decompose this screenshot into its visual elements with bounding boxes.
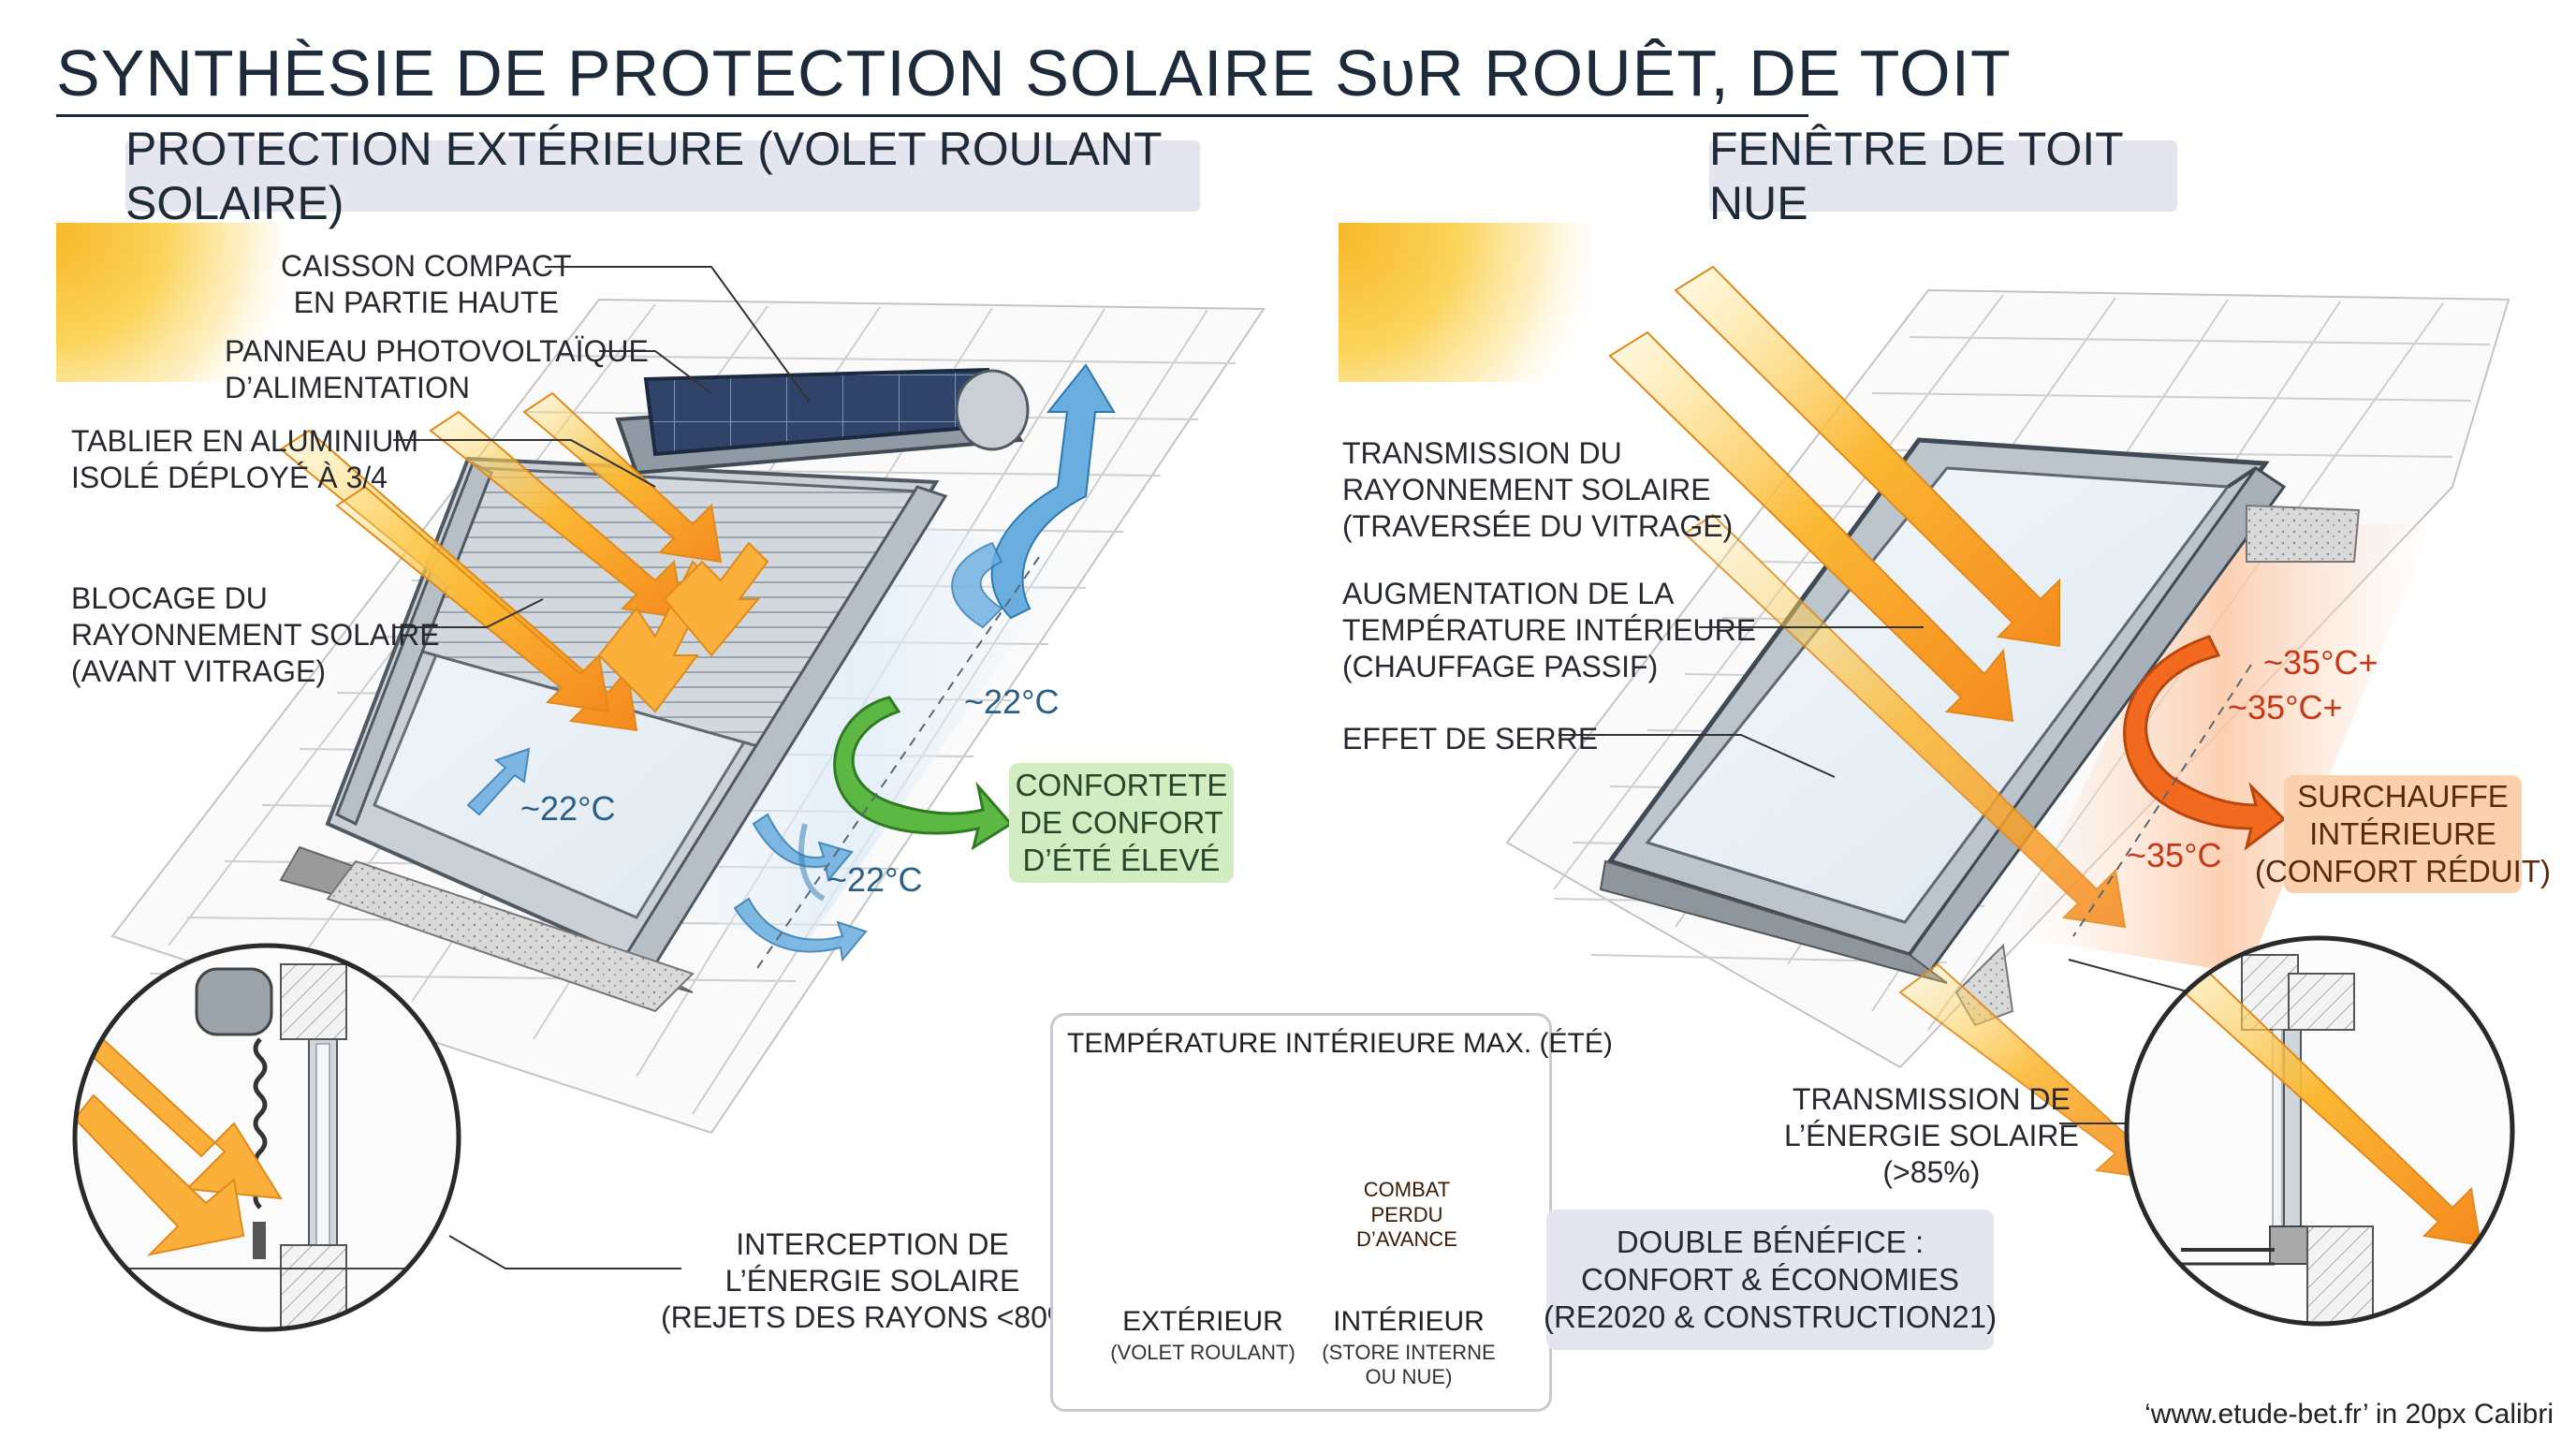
label-interception: INTERCEPTION DE L’ÉNERGIE SOLAIRE (REJET… [661,1227,1084,1335]
chart-frame [1050,1013,1552,1412]
label-transmission: TRANSMISSION DU RAYONNEMENT SOLAIRE (TRA… [1342,436,1734,544]
result-confort-eleve: CONFORTETE DE CONFORT D’ÉTÉ ÉLEVÉ [1009,763,1234,883]
label-blocage: BLOCAGE DU RAYONNEMENT SOLAIRE (AVANT VI… [71,581,440,689]
temp-right-3: ~35°C [2127,836,2222,874]
label-augmentation: AUGMENTATION DE LA TEMPÉRATURE INTÉRIEUR… [1342,577,1757,684]
chart-sublabel-exterieur: (VOLET ROULANT) [1110,1341,1295,1364]
temp-right-1: ~35°C+ [2263,643,2378,682]
label-caisson: CAISSON COMPACT EN PARTIE HAUTE [281,249,572,320]
chart-sublabel-interieur: (STORE INTERNE OU NUE) [1322,1341,1496,1389]
page-title: SYNTHÈSIE DE PROTECTION SOLAIRE SᴜR ROUÊ… [56,37,2012,110]
footer-credit: ‘www.etude-bet.fr’ in 20px Calibri [2144,1399,2554,1430]
overheat-arrow-orange [2123,635,2287,851]
label-panneau: PANNEAU PHOTOVOLTAÏQUE D’ALIMENTATION [225,334,649,405]
chart-title: TEMPÉRATURE INTÉRIEURE MAX. (ÉTÉ) [1067,1028,1613,1059]
label-energie: TRANSMISSION DE L’ÉNERGIE SOLAIRE (>85%) [1784,1082,2079,1190]
sun-left [56,223,281,382]
leader-lines-left [393,266,811,1269]
benefit-box: DOUBLE BÉNÉFICE : CONFORT & ÉCONOMIES (R… [1544,1210,1997,1350]
chart-category-exterieur: EXTÉRIEUR [1122,1306,1283,1337]
result-surchauffe: SURCHAUFFE INTÉRIEURE (CONFORT RÉDUIT) [2255,775,2551,893]
right-heading: FENÊTRE DE TOIT NUE [1709,123,2177,229]
temp-left-2: ~22°C [520,789,616,828]
sun-right [1339,223,1591,382]
sun-rays-right [1608,265,2164,1181]
temp-left-1: ~22°C [964,682,1060,721]
temp-left-3: ~22°C [827,860,923,899]
sun-rays-left [279,391,723,732]
cool-air-arrows [466,363,1116,962]
chart-category-interieur: INTÉRIEUR [1333,1306,1485,1337]
title-underline [56,114,1808,117]
temp-right-2: ~35°C+ [2228,688,2343,726]
bar-label-combat-perdu: COMBAT PERDU D’AVANCE [1356,1178,1457,1251]
left-detail-circle [72,943,461,1332]
comfort-arrow-green [833,696,1014,851]
label-tablier: TABLIER EN ALUMINIUM ISOLÉ DÉPLOYÉ À 3/4 [71,424,419,495]
label-effet-serre: EFFET DE SERRE [1342,722,1599,756]
reflected-rays-left [597,541,769,713]
left-heading: PROTECTION EXTÉRIEURE (VOLET ROULANT SOL… [125,123,1200,229]
right-detail-circle [2124,935,2515,1327]
